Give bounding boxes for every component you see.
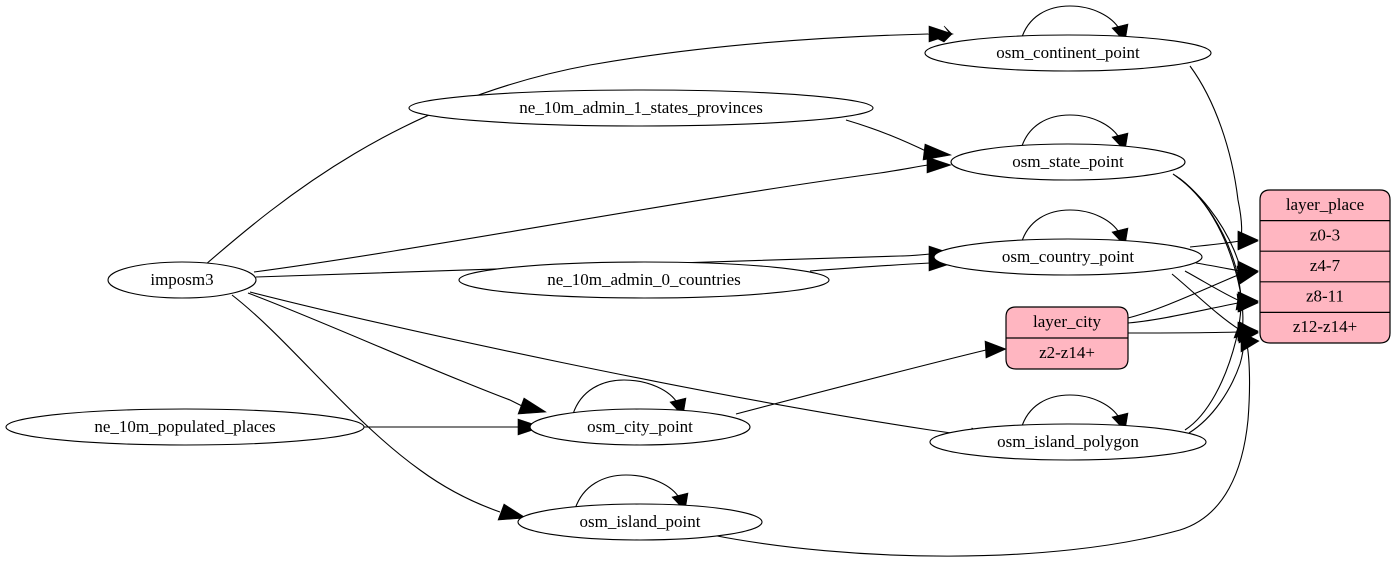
layer-place-row-z0-3[interactable]: z0-3 bbox=[1310, 225, 1340, 244]
edge-ne-countries-to-osm-country-point bbox=[809, 254, 954, 272]
layer-place-row-z4-7[interactable]: z4-7 bbox=[1310, 256, 1341, 275]
node-ne-10m-populated-places[interactable]: ne_10m_populated_places bbox=[5, 408, 365, 446]
edge-imposm3-to-osm-continent-point bbox=[204, 25, 954, 266]
edge-imposm3-to-osm-island-point bbox=[231, 294, 527, 521]
node-osm-island-point-label: osm_island_point bbox=[580, 512, 701, 531]
record-node-layer: layer_place z0-3 z4-7 z8-11 z12-z14+ lay… bbox=[1005, 189, 1391, 370]
layer-place-title: layer_place bbox=[1286, 195, 1364, 214]
node-osm-city-point-label: osm_city_point bbox=[587, 417, 693, 436]
layer-place-row-z12-z14[interactable]: z12-z14+ bbox=[1293, 317, 1357, 336]
edge-osm-island-polygon-to-layer-place-z8-11 bbox=[1184, 293, 1259, 431]
node-layer: imposm3 ne_10m_admin_1_states_provinces … bbox=[5, 34, 1212, 541]
node-osm-island-point[interactable]: osm_island_point bbox=[517, 503, 763, 541]
node-osm-state-point-label: osm_state_point bbox=[1012, 152, 1124, 171]
edge-osm-continent-point-to-layer-place-z0-3 bbox=[1189, 65, 1259, 250]
node-osm-country-point-label: osm_country_point bbox=[1002, 247, 1134, 266]
node-osm-island-polygon-label: osm_island_polygon bbox=[997, 432, 1139, 451]
edge-ne-places-to-osm-city-point bbox=[364, 418, 543, 436]
node-osm-continent-point[interactable]: osm_continent_point bbox=[924, 34, 1212, 72]
node-osm-island-polygon[interactable]: osm_island_polygon bbox=[929, 423, 1207, 461]
edge-layer-city-to-layer-place-z4-7 bbox=[1127, 265, 1259, 319]
node-ne-places-label: ne_10m_populated_places bbox=[94, 417, 275, 436]
node-osm-country-point[interactable]: osm_country_point bbox=[933, 238, 1203, 276]
node-osm-state-point[interactable]: osm_state_point bbox=[950, 143, 1186, 181]
node-layer-city[interactable]: layer_city z2-z14+ bbox=[1005, 306, 1129, 370]
layer-place-row-z8-11[interactable]: z8-11 bbox=[1306, 286, 1344, 305]
node-ne-10m-admin-0-countries[interactable]: ne_10m_admin_0_countries bbox=[458, 261, 830, 299]
node-imposm3[interactable]: imposm3 bbox=[107, 261, 257, 299]
edge-osm-island-point-to-layer-place-z12-z14 bbox=[711, 331, 1260, 557]
node-layer-place[interactable]: layer_place z0-3 z4-7 z8-11 z12-z14+ bbox=[1259, 189, 1391, 344]
layer-city-row-z2-z14[interactable]: z2-z14+ bbox=[1039, 343, 1095, 362]
edge-imposm3-to-osm-city-point bbox=[247, 292, 547, 415]
node-osm-continent-point-label: osm_continent_point bbox=[996, 43, 1140, 62]
node-ne-countries-label: ne_10m_admin_0_countries bbox=[547, 270, 741, 289]
node-ne-10m-admin-1-states-provinces[interactable]: ne_10m_admin_1_states_provinces bbox=[408, 89, 874, 127]
node-ne-states-label: ne_10m_admin_1_states_provinces bbox=[519, 98, 763, 117]
edge-osm-country-point-to-layer-place-z0-3 bbox=[1189, 231, 1259, 251]
layer-city-title: layer_city bbox=[1033, 312, 1101, 331]
edge-osm-city-point-to-layer-city-z2-z14 bbox=[735, 340, 1007, 415]
node-imposm3-label: imposm3 bbox=[150, 270, 213, 289]
edge-imposm3-to-osm-state-point bbox=[253, 156, 952, 273]
node-osm-city-point[interactable]: osm_city_point bbox=[529, 408, 751, 446]
edge-ne-states-to-osm-state-point bbox=[845, 119, 953, 161]
